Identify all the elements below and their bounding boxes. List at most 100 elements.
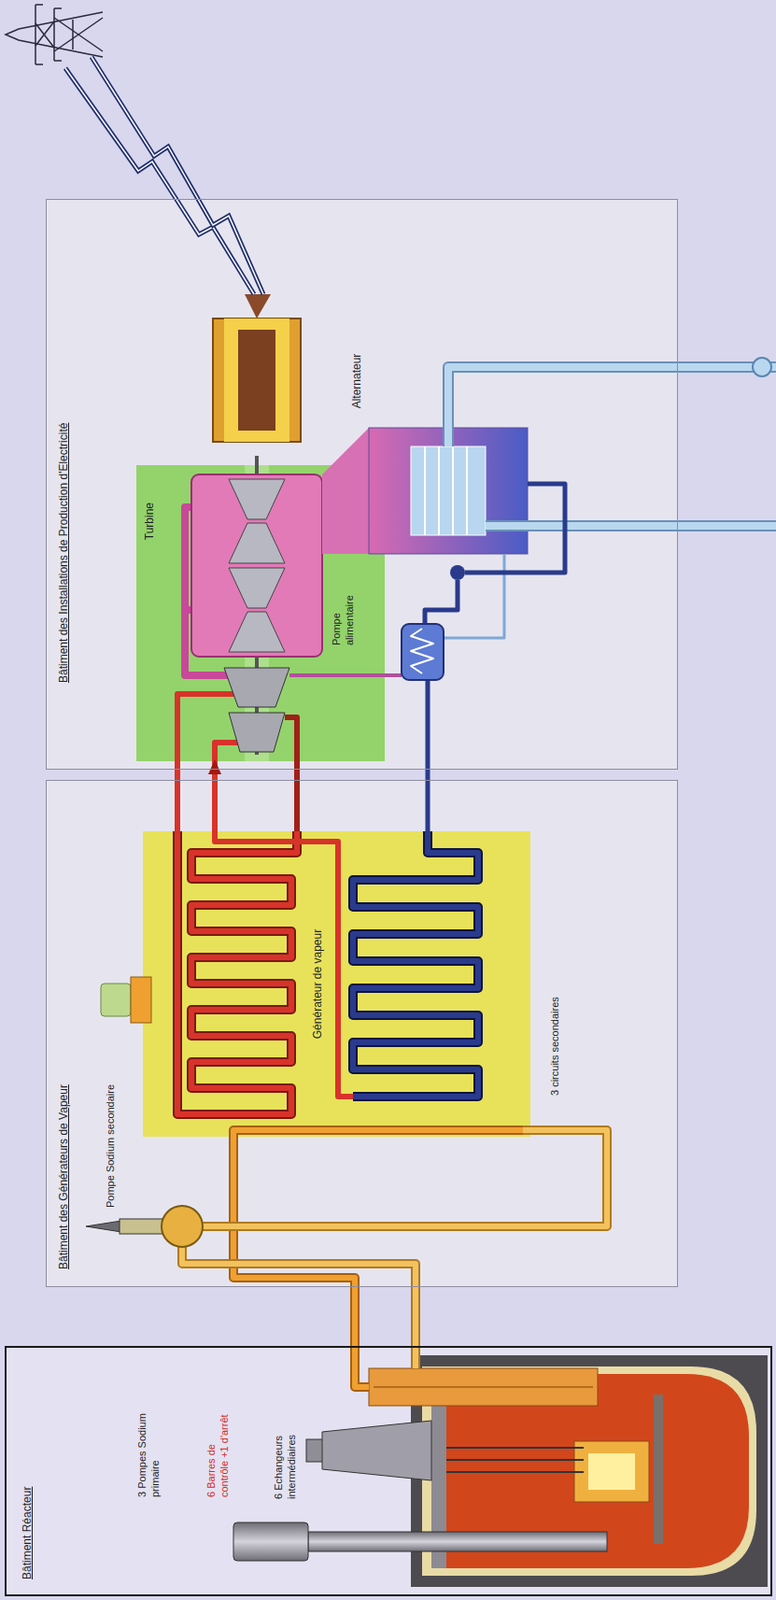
primary-pump xyxy=(308,1531,607,1552)
reheater-coil xyxy=(177,831,297,1115)
secondary-sodium-pipe xyxy=(202,1129,607,1227)
secondary-sodium-pump xyxy=(161,1205,203,1247)
intermediate-exchanger xyxy=(373,1385,593,1388)
node-text: Bâtiment des Installations de Production… xyxy=(56,423,71,683)
reactor-vessel xyxy=(588,1453,635,1490)
building-box: Bâtiment des Générateurs de Vapeur Généra… xyxy=(45,779,678,1287)
callout-label: 6 Barres de contrôle +1 d'arrêt xyxy=(205,1407,232,1497)
callout-label: Pompe alimentaire xyxy=(330,564,357,646)
secondary-sodium-pipe xyxy=(233,1129,523,1387)
steam-pipe xyxy=(284,717,297,832)
node-text: Bâtiment Réacteur xyxy=(20,1486,35,1580)
lightning-bolt xyxy=(91,56,264,295)
control-rod-drive xyxy=(446,1446,584,1449)
primary-pump xyxy=(233,1522,309,1561)
alternator-body xyxy=(224,318,290,442)
callout-label: 3 Pompes Sodium primaire xyxy=(136,1410,163,1497)
control-rod-drive xyxy=(306,1439,324,1462)
lightning-bolt xyxy=(65,56,264,295)
steam-pipe xyxy=(177,693,236,832)
feedwater-pipe xyxy=(443,553,505,638)
node-fill xyxy=(4,198,773,1596)
evaporator-coil xyxy=(352,831,479,1097)
turbine-rotor xyxy=(228,567,285,608)
evaporator-coil xyxy=(352,831,479,1097)
cooling-water-pipe xyxy=(448,366,776,526)
pylon xyxy=(35,17,103,52)
callout-label: 3 circuits secondaires xyxy=(549,996,563,1096)
control-rod-drive xyxy=(322,1420,432,1481)
secondary-sodium-pipe xyxy=(182,1129,607,1387)
turbine-rotor xyxy=(224,667,290,707)
feedwater-pipe xyxy=(401,623,444,680)
node-fill xyxy=(45,779,678,1287)
turbine-rotor xyxy=(191,474,323,657)
primary-pump xyxy=(233,1522,607,1561)
lightning-bolt xyxy=(91,56,264,295)
pylon xyxy=(35,4,73,65)
feedwater-pipe xyxy=(289,673,402,678)
secondary-sodium-pipe xyxy=(233,1129,523,1387)
condenser xyxy=(368,427,528,554)
lightning-bolt xyxy=(65,68,254,295)
turbine-rotor xyxy=(228,712,285,752)
steam-pipe-connector xyxy=(211,761,218,832)
node-fill xyxy=(4,1345,773,1596)
cooling-water-pipe xyxy=(448,366,776,526)
secondary-sodium-pipe xyxy=(182,1246,416,1369)
callout-label: Pompe Sodium secondaire xyxy=(104,1084,118,1208)
turbine-rotor xyxy=(228,479,285,520)
control-rod-drive xyxy=(446,1458,584,1461)
alternator-body xyxy=(212,294,301,442)
secondary-sodium-pipe xyxy=(202,1129,607,1227)
steam-pipe xyxy=(214,742,241,762)
intermediate-exchanger xyxy=(368,1368,598,1406)
control-rod-drive xyxy=(446,1470,584,1473)
cooling-water-pipe xyxy=(752,357,772,377)
alternator-body xyxy=(212,318,301,442)
sodium-tank xyxy=(100,976,152,1023)
lightning-bolt xyxy=(65,68,254,295)
feedwater-pipe xyxy=(450,564,466,580)
node-fill xyxy=(45,198,678,770)
intermediate-exchanger xyxy=(368,1368,598,1406)
node-text: Bâtiment des Générateurs de Vapeur xyxy=(56,1084,71,1270)
cooling-water-pipe xyxy=(448,357,776,526)
condenser xyxy=(322,427,369,554)
building-box: Bâtiment des Installations de Production… xyxy=(45,198,678,770)
evaporator-coil xyxy=(214,831,353,1097)
pylon xyxy=(5,4,103,65)
node-text: Turbine xyxy=(142,502,157,540)
alternator-body xyxy=(238,329,276,431)
callout-label: 6 Echangeurs intermédiaires xyxy=(272,1407,299,1499)
evaporator-coil xyxy=(214,831,479,1097)
reheater-coil xyxy=(177,831,297,1115)
condenser xyxy=(424,446,467,536)
alternator-box: Alternateur xyxy=(196,306,370,456)
secondary-sodium-pipe xyxy=(182,1246,416,1369)
turbine-rotor xyxy=(228,522,285,564)
pylon xyxy=(35,4,62,65)
building-box: Bâtiment Réacteur xyxy=(4,1345,773,1596)
reactor-vessel xyxy=(653,1394,664,1544)
shaft-connector xyxy=(254,455,259,466)
condenser xyxy=(410,446,486,536)
sodium-tank xyxy=(130,976,152,1023)
node-text: Générateur de vapeur xyxy=(310,929,325,1039)
secondary-sodium-pump xyxy=(119,1218,163,1234)
secondary-sodium-pump xyxy=(85,1220,122,1232)
condenser xyxy=(322,427,528,554)
sodium-tank xyxy=(100,983,131,1016)
turbine-rotor xyxy=(228,611,285,652)
node-fill xyxy=(142,831,531,1137)
feedwater-pipe xyxy=(410,628,434,674)
node-text: Alternateur xyxy=(350,353,365,410)
steam-generator-box: Générateur de vapeur xyxy=(142,831,531,1137)
turbine-rotor xyxy=(191,474,323,752)
secondary-sodium-pump xyxy=(85,1205,203,1247)
